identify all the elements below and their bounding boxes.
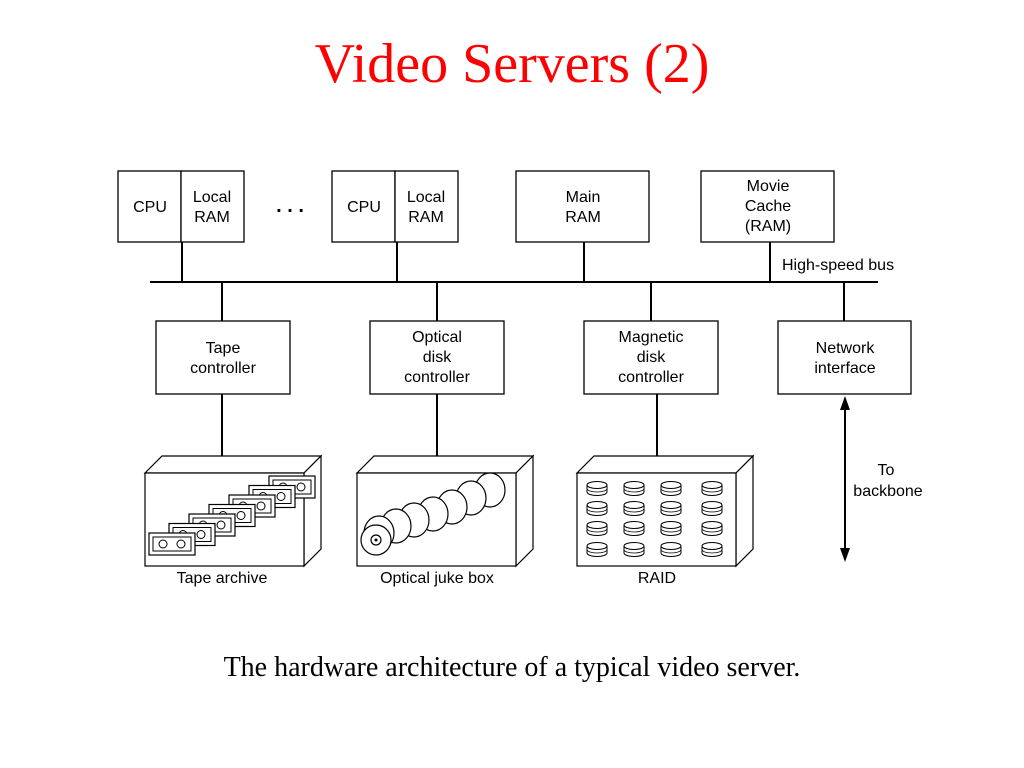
- tape-controller-label-line1: Tape: [206, 340, 241, 357]
- magnetic-disk-controller-box: [583, 320, 719, 395]
- movie-cache-box: [700, 170, 835, 243]
- optical-controller-label-line3: controller: [404, 369, 470, 386]
- tape-cartridges-icon: [148, 475, 316, 556]
- main-ram-label-line1: Main: [566, 189, 601, 206]
- tape-archive-cabinet: [143, 454, 323, 568]
- main-ram-node: Main RAM: [515, 170, 650, 243]
- optical-disk-controller: Optical disk controller: [369, 320, 505, 395]
- optical-controller-label-line1: Optical: [412, 329, 462, 346]
- network-interface: Network interface: [777, 320, 912, 395]
- optical-disk-controller-box: [369, 320, 505, 395]
- ellipsis: . . .: [276, 195, 304, 217]
- bus-label: High-speed bus: [782, 257, 894, 274]
- magnetic-controller-label-line2: disk: [637, 349, 666, 366]
- magnetic-controller-label-line1: Magnetic: [619, 329, 684, 346]
- cpu-node-1: CPU Local RAM: [117, 170, 245, 243]
- optical-controller-label-line2: disk: [423, 349, 452, 366]
- raid-label: RAID: [638, 570, 676, 587]
- main-ram-label-line2: RAM: [565, 209, 601, 226]
- local-ram-label-line2: RAM: [194, 209, 230, 226]
- optical-juke-box-cabinet: [355, 454, 535, 568]
- optical-juke-box-label: Optical juke box: [380, 570, 494, 587]
- slide-caption: The hardware architecture of a typical v…: [223, 652, 801, 683]
- magnetic-disk-controller: Magnetic disk controller: [583, 320, 719, 395]
- tape-archive-label: Tape archive: [177, 570, 268, 587]
- network-interface-label-line1: Network: [816, 340, 876, 357]
- movie-cache-label-line2: Cache: [745, 198, 791, 215]
- tape-controller-label-line2: controller: [190, 360, 256, 377]
- tape-controller: Tape controller: [155, 320, 291, 395]
- local-ram-box: [180, 170, 245, 243]
- local-ram-label-line2: RAM: [408, 209, 444, 226]
- tape-controller-box: [155, 320, 291, 395]
- cpu-label: CPU: [133, 199, 167, 216]
- cpu-box: [331, 170, 396, 243]
- backbone-arrow: [840, 396, 850, 562]
- local-ram-label-line1: Local: [407, 189, 445, 206]
- backbone-label-line1: To: [878, 462, 895, 479]
- raid-disks-icon: [586, 481, 723, 557]
- movie-cache-label-line1: Movie: [747, 178, 790, 195]
- optical-discs-icon: [360, 472, 506, 556]
- network-interface-label-line2: interface: [814, 360, 875, 377]
- backbone-label-line2: backbone: [853, 483, 922, 500]
- raid-cabinet: [575, 454, 755, 568]
- magnetic-controller-label-line3: controller: [618, 369, 684, 386]
- cpu-label: CPU: [347, 199, 381, 216]
- movie-cache-label-line3: (RAM): [745, 218, 791, 235]
- movie-cache-node: Movie Cache (RAM): [700, 170, 835, 243]
- local-ram-box: [394, 170, 459, 243]
- cpu-node-2: CPU Local RAM: [331, 170, 459, 243]
- slide-title: Video Servers (2): [314, 33, 710, 95]
- local-ram-label-line1: Local: [193, 189, 231, 206]
- cpu-box: [117, 170, 182, 243]
- network-interface-box: [777, 320, 912, 395]
- main-ram-box: [515, 170, 650, 243]
